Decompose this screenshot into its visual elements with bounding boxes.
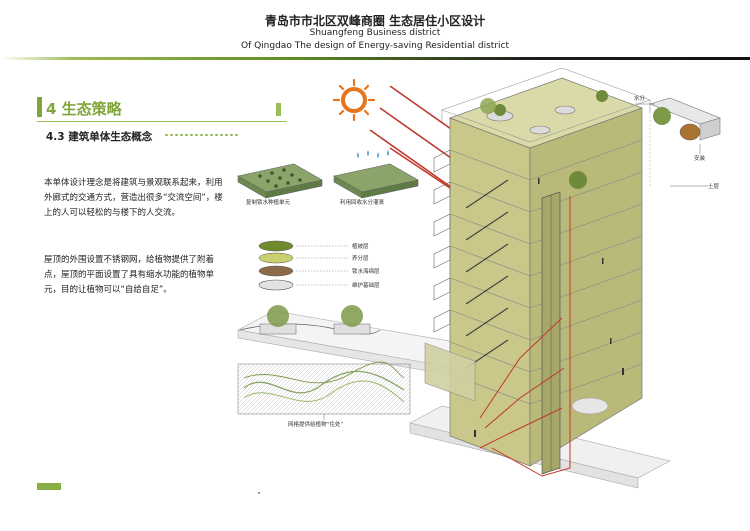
subsection-dotted-line: [164, 134, 239, 136]
page-subtitle-line-2: Of Qingdao The design of Energy-saving R…: [0, 41, 750, 51]
water-label: 水分: [634, 94, 646, 102]
mesh-caption: 网格提供给植物“住处”: [288, 420, 343, 428]
section-heading: 4 生态策略: [46, 98, 122, 119]
sun-icon: [334, 80, 374, 120]
soil-label: 土层: [708, 182, 720, 190]
irrigation-label: 利用回收水分灌溉: [340, 198, 385, 206]
mesh-panel: [238, 362, 410, 420]
section-accent-bar: [37, 97, 42, 117]
concept-paragraph-1: 本单体设计理念是将建筑与景观联系起来，利用外廊式的交通方式，营造出很多“交流空间…: [44, 176, 224, 221]
wall-detail: [635, 98, 720, 188]
planter-unit-tile: [238, 164, 322, 198]
planter-unit-label: 复制锁水种植单元: [246, 198, 291, 206]
concept-paragraph-2: 屋顶的外围设置不锈钢网，给植物提供了附着点，屋顶的平面设置了具有缩水功能的植物单…: [44, 253, 224, 298]
irrigation-tile: [334, 150, 418, 198]
layer-label-2: 锁水海绵层: [352, 267, 380, 275]
header-divider-bar: [0, 57, 750, 60]
building-ecology-diagram: 复制锁水种植单元 利用回收水分灌溉 植被层 养分层 锁水海绵层 维护基础层 网格…: [230, 68, 745, 508]
layer-label-1: 养分层: [352, 254, 369, 262]
page-subtitle-line-1: Shuangfeng Business district: [0, 28, 750, 38]
subsection-heading: 4.3 建筑单体生态概念: [46, 129, 152, 144]
install-label: 安装: [694, 154, 706, 162]
layer-label-3: 维护基础层: [352, 281, 380, 289]
layer-label-0: 植被层: [352, 242, 369, 250]
footer-accent-bar: [37, 483, 61, 490]
layer-stack: [259, 241, 348, 290]
page-title: 青岛市市北区双峰商圈 生态居住小区设计: [0, 12, 750, 29]
